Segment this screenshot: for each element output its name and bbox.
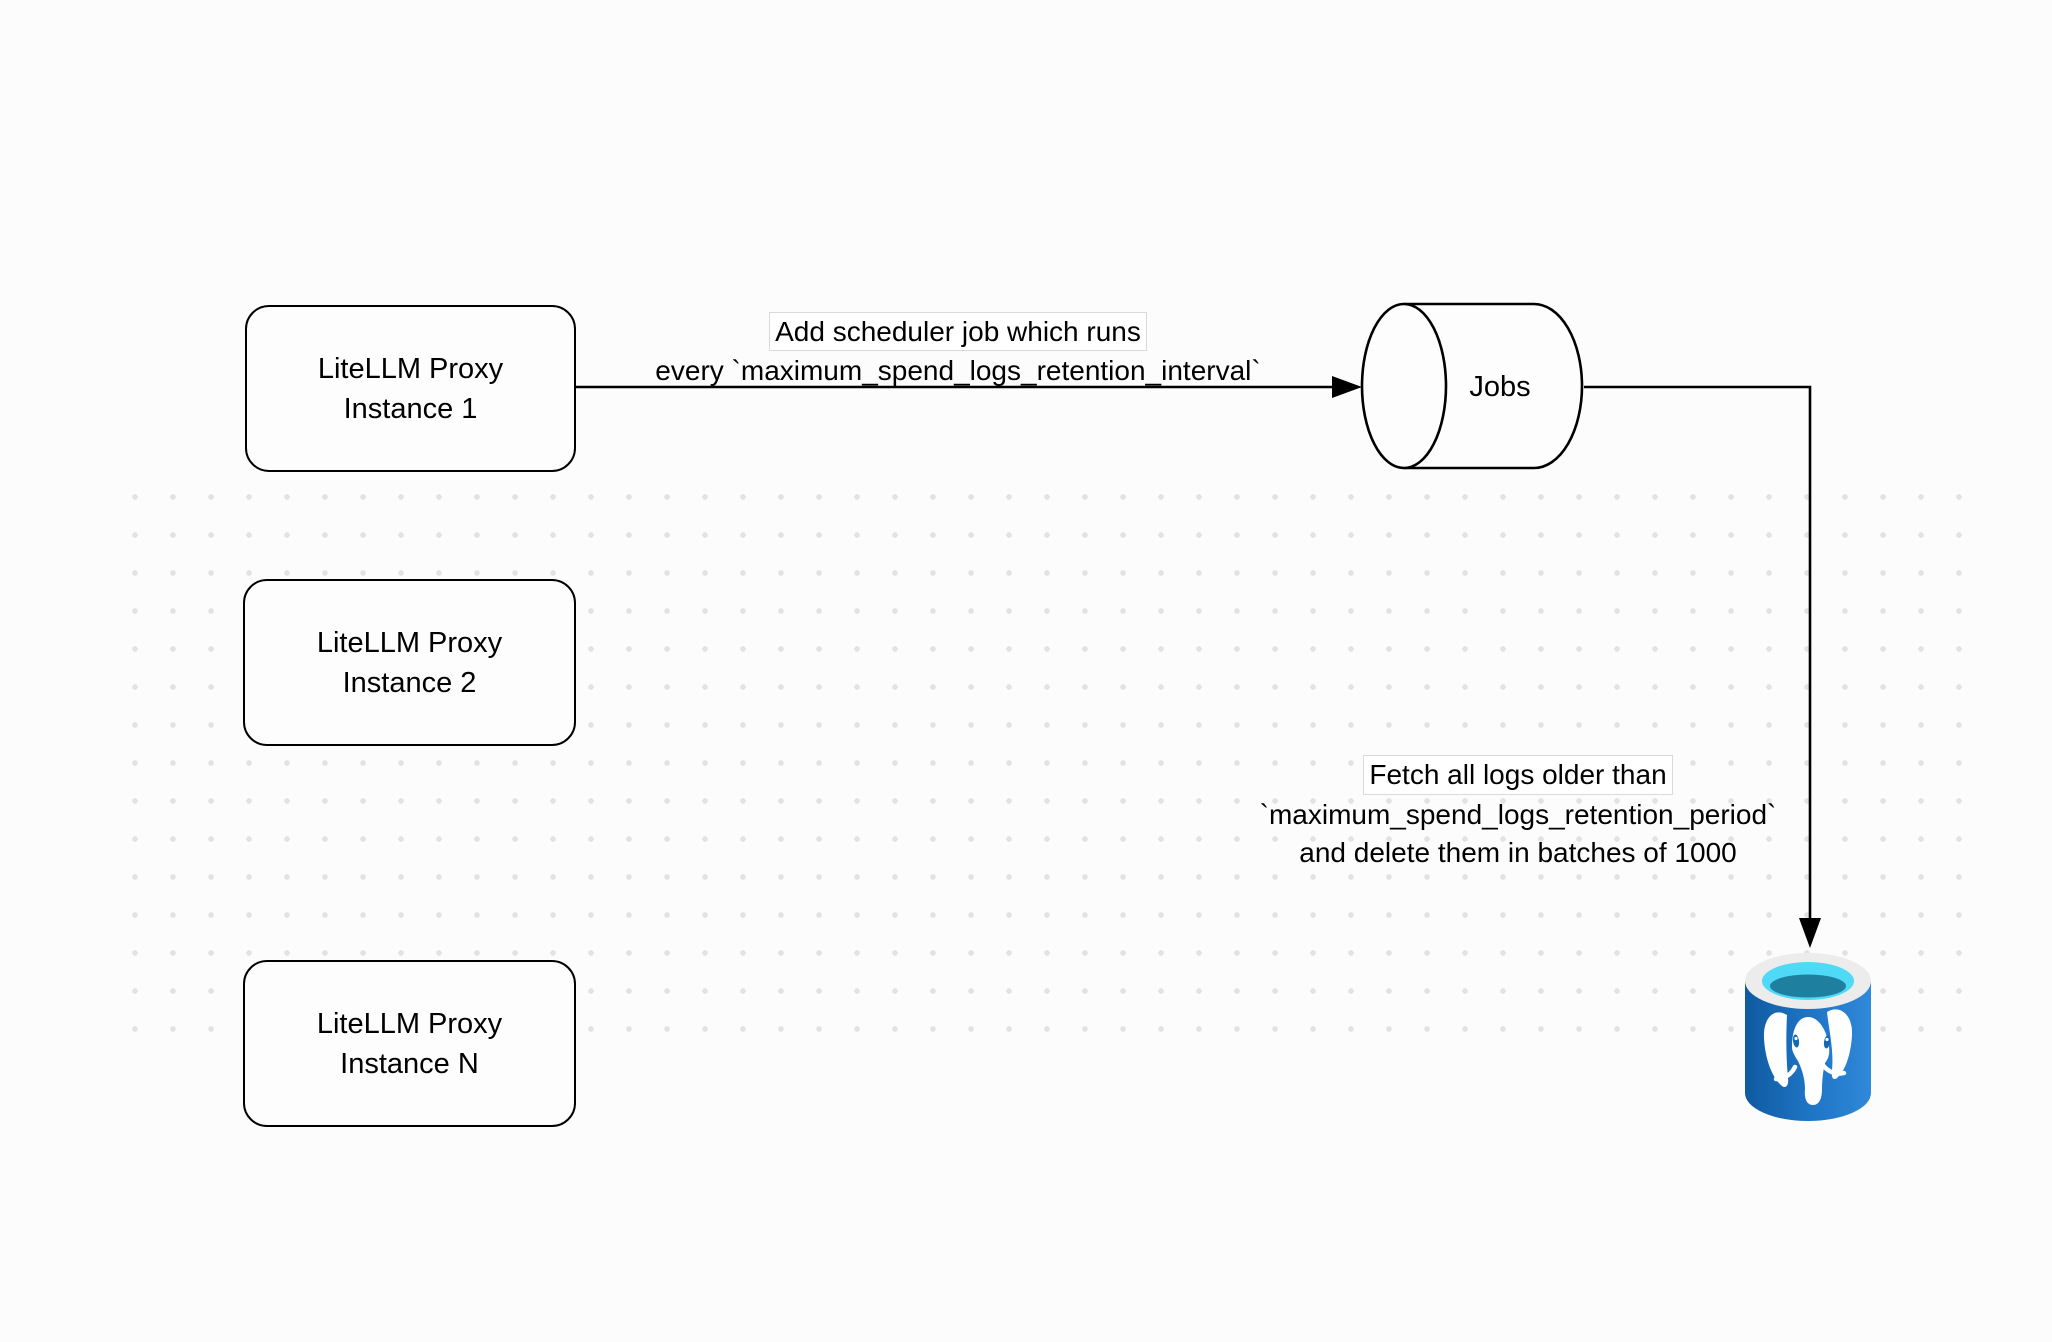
arrowhead-down-icon <box>1799 918 1821 948</box>
elephant-face-trunk <box>1792 1017 1830 1105</box>
jobs-datastore-shape <box>1360 302 1584 470</box>
elephant-left-pupil <box>1794 1036 1798 1041</box>
postgresql-elephant-icon <box>1763 1009 1853 1105</box>
edge-label-line: every `maximum_spend_logs_retention_inte… <box>655 355 1261 386</box>
jobs-label: Jobs <box>1469 371 1531 403</box>
node-label-line: Instance 1 <box>343 392 478 425</box>
node-label-line: Instance 2 <box>342 666 477 699</box>
elephant-right-pupil <box>1825 1037 1829 1042</box>
edge-label-fetch-delete: Fetch all logs older than `maximum_spend… <box>1168 755 1868 872</box>
elephant-left-tusk <box>1773 1064 1798 1082</box>
node-label-line: Instance N <box>340 1047 479 1080</box>
node-label-line: LiteLLM Proxy <box>317 352 504 385</box>
node-litellm-proxy-instance-n: LiteLLM Proxy Instance N <box>243 960 576 1127</box>
elephant-left-eye <box>1792 1034 1800 1048</box>
node-label-line: LiteLLM Proxy <box>316 1007 503 1040</box>
edge-label-line: Add scheduler job which runs <box>769 312 1147 351</box>
edge-label-line: `maximum_spend_logs_retention_period` <box>1259 799 1777 830</box>
db-top-teal <box>1770 974 1846 998</box>
azure-postgresql-icon <box>1745 953 1871 1121</box>
edge-label-line: Fetch all logs older than <box>1363 755 1673 795</box>
node-label: LiteLLM Proxy Instance 2 <box>317 623 502 703</box>
node-label-line: LiteLLM Proxy <box>316 626 503 659</box>
elephant-right-eye <box>1823 1035 1831 1049</box>
node-litellm-proxy-instance-1: LiteLLM Proxy Instance 1 <box>245 305 576 472</box>
elephant-right-tusk <box>1820 1062 1847 1076</box>
edge-label-scheduler: Add scheduler job which runs every `maxi… <box>508 312 1408 389</box>
node-litellm-proxy-instance-2: LiteLLM Proxy Instance 2 <box>243 579 576 746</box>
edge-label-line: and delete them in batches of 1000 <box>1299 837 1737 868</box>
elephant-right-ear <box>1827 1009 1853 1080</box>
cylinder-end-cap <box>1360 302 1448 470</box>
node-label: LiteLLM Proxy Instance N <box>317 1004 502 1084</box>
arrowhead-right-icon <box>1332 376 1362 398</box>
edge-fetch-line <box>1584 385 1812 920</box>
node-label: LiteLLM Proxy Instance 1 <box>318 349 503 429</box>
elephant-left-ear <box>1763 1012 1789 1088</box>
